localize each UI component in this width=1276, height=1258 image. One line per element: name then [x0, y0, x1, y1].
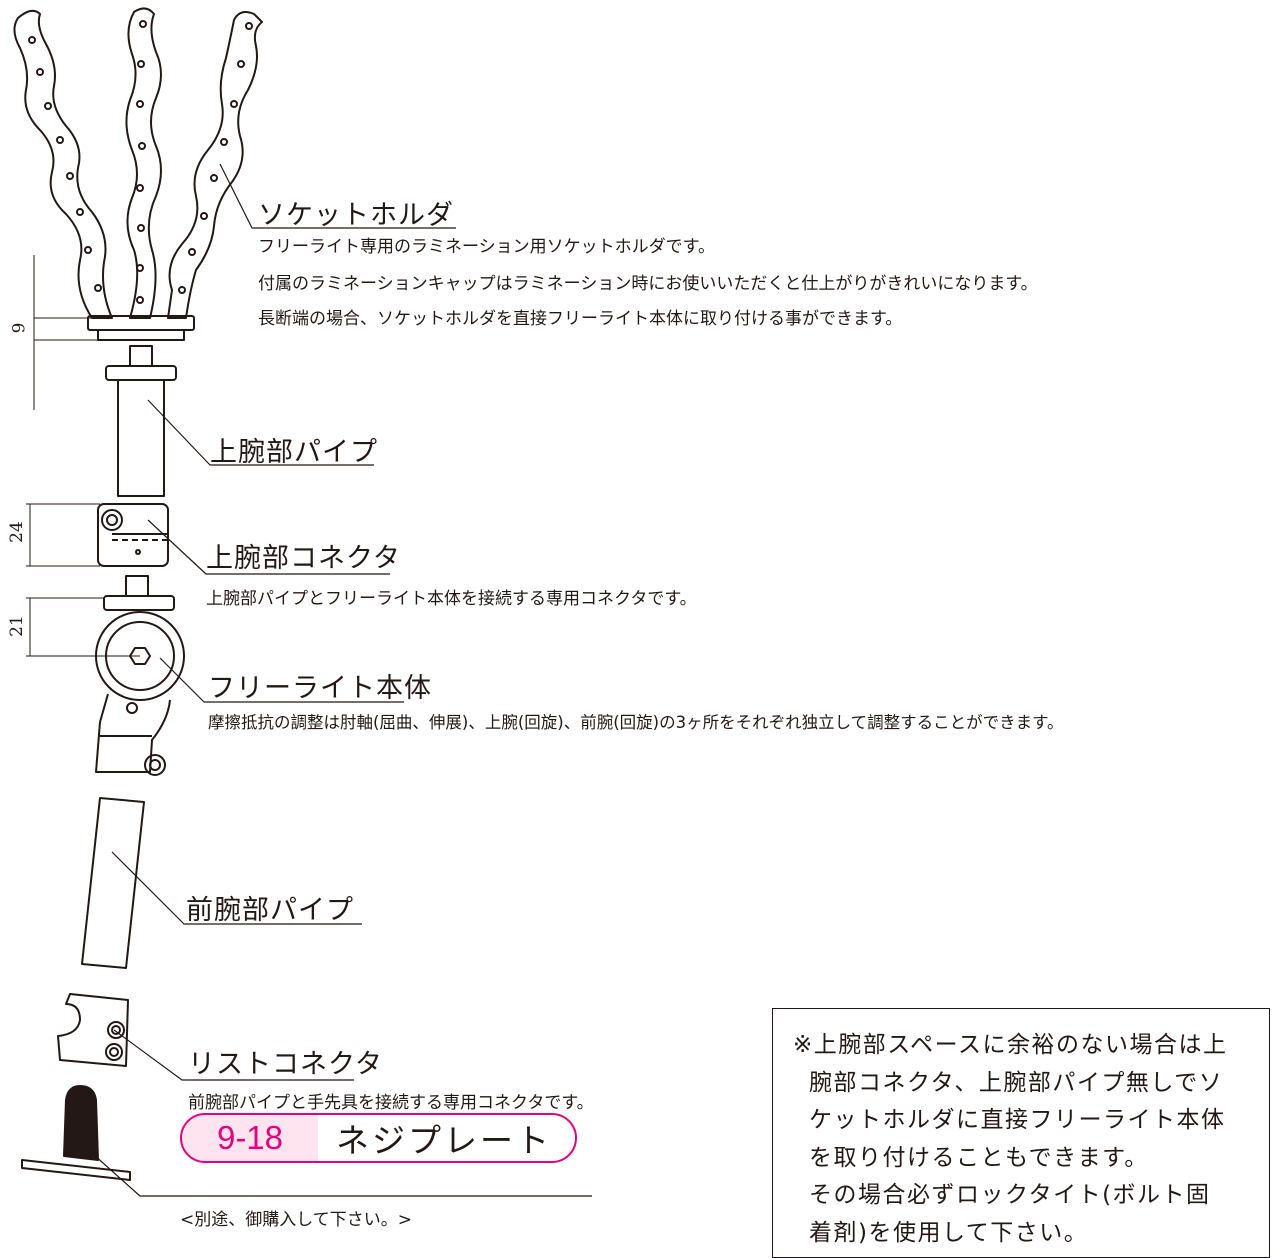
note-line-5: その場合必ずロックタイト(ボルト固 [809, 1182, 1211, 1208]
socket-holder-title: ソケットホルダ [258, 200, 454, 231]
note-line-3: ケットホルダに直接フリーライト本体 [809, 1107, 1226, 1133]
socket-holder-desc-3: 長断端の場合、ソケットホルダを直接フリーライト本体に取り付ける事ができます。 [258, 309, 903, 329]
forearm-pipe-title: 前腕部パイプ [186, 895, 354, 926]
upper-arm-pipe-drawing [105, 345, 177, 497]
socket-holder-drawing [13, 7, 263, 341]
note-line-4: を取り付けることもできます。 [809, 1145, 1149, 1171]
socket-holder-desc-2: 付属のラミネーションキャップはラミネーション時にお使いいただくと仕上がりがきれい… [258, 274, 1038, 294]
note-line-6: 着剤)を使用して下さい。 [809, 1220, 1089, 1246]
note-line-2: 腕部コネクタ、上腕部パイプ無しでソ [809, 1070, 1224, 1096]
dimension-body: 21 [6, 615, 27, 637]
upper-arm-pipe-title: 上腕部パイプ [210, 437, 378, 468]
leader-lines [83, 163, 592, 1197]
note-box: ※上腕部スペースに余裕のない場合は上 腕部コネクタ、上腕部パイプ無しでソ ケット… [772, 1008, 1270, 1258]
note-line-1: ※上腕部スペースに余裕のない場合は上 [793, 1032, 1228, 1058]
dimension-connector: 24 [6, 521, 27, 543]
wrist-connector-desc: 前腕部パイプと手先具を接続する専用コネクタです。 [188, 1093, 594, 1113]
free-light-body-drawing [95, 575, 185, 776]
dimension-lines [26, 255, 140, 657]
part-number: 9-18 [216, 1119, 284, 1156]
purchase-note: <別途、御購入して下さい。> [180, 1210, 412, 1230]
dimension-socket: 9 [9, 322, 30, 334]
screw-plate-label: 9-18 ネジプレート [180, 1113, 577, 1163]
socket-holder-desc-1: フリーライト専用のラミネーション用ソケットホルダです。 [258, 237, 715, 257]
free-light-body-title: フリーライト本体 [208, 673, 432, 704]
wrist-connector-drawing [57, 993, 129, 1067]
upper-arm-connector-drawing [97, 503, 169, 567]
wrist-connector-title: リストコネクタ [188, 1049, 383, 1080]
upper-arm-connector-desc: 上腕部パイプとフリーライト本体を接続する専用コネクタです。 [206, 589, 697, 609]
part-name: ネジプレート [318, 1115, 575, 1161]
upper-arm-connector-title: 上腕部コネクタ [206, 543, 401, 574]
screw-plate-drawing [21, 1085, 131, 1181]
forearm-pipe-drawing [81, 797, 145, 969]
free-light-body-desc: 摩擦抵抗の調整は肘軸(屈曲、伸展)、上腕(回旋)、前腕(回旋)の3ヶ所をそれぞれ… [208, 713, 1064, 732]
